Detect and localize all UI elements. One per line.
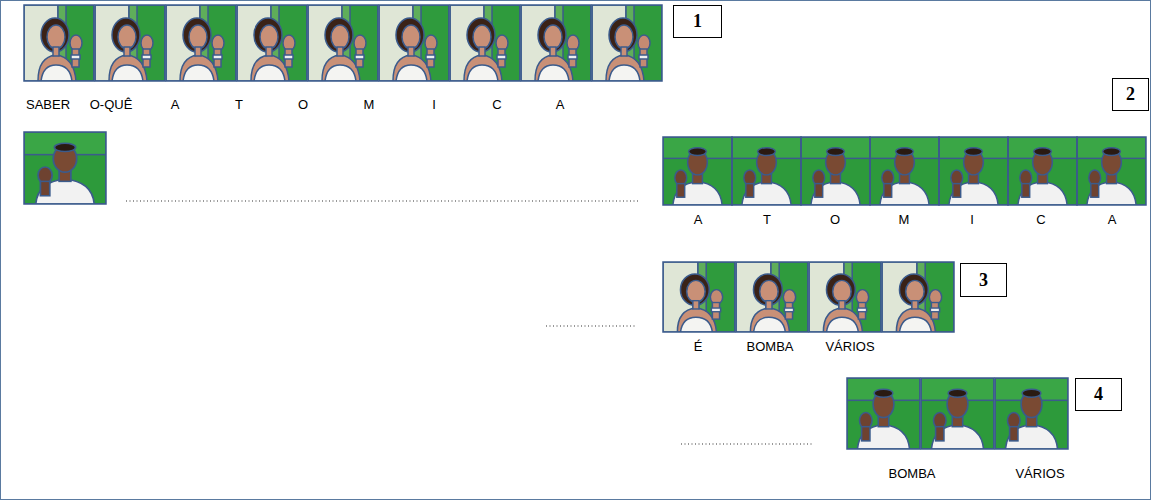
gloss-label: A [694, 212, 703, 227]
gloss-label: T [235, 97, 243, 112]
callout-number: 1 [693, 11, 702, 32]
gloss-label: M [899, 212, 910, 227]
gloss-label: M [364, 97, 375, 112]
callout-number-box: 2 [1112, 78, 1149, 111]
callout-number-box: 3 [960, 263, 1007, 297]
gloss-label: I [970, 212, 974, 227]
gloss-label: C [1036, 212, 1045, 227]
callout-number: 3 [979, 270, 988, 291]
gloss-label: T [763, 212, 771, 227]
gloss-label: C [492, 97, 501, 112]
callout-number-box: 1 [673, 5, 722, 38]
gloss-label: SABER [26, 97, 70, 112]
callout-number: 4 [1094, 384, 1103, 405]
gloss-label: BOMBA [889, 466, 936, 481]
gloss-label: O [830, 212, 840, 227]
gloss-label: VÁRIOS [825, 339, 874, 354]
gloss-label: A [171, 97, 180, 112]
gloss-label: I [432, 97, 436, 112]
gloss-label: É [694, 339, 703, 354]
gloss-label: A [556, 97, 565, 112]
gloss-label: BOMBA [747, 339, 794, 354]
gloss-label: O [298, 97, 308, 112]
gloss-label: O-QUÊ [90, 97, 133, 112]
callout-number-box: 4 [1075, 378, 1122, 411]
gloss-label: VÁRIOS [1015, 466, 1064, 481]
gloss-label: A [1108, 212, 1117, 227]
callout-number: 2 [1126, 84, 1135, 105]
